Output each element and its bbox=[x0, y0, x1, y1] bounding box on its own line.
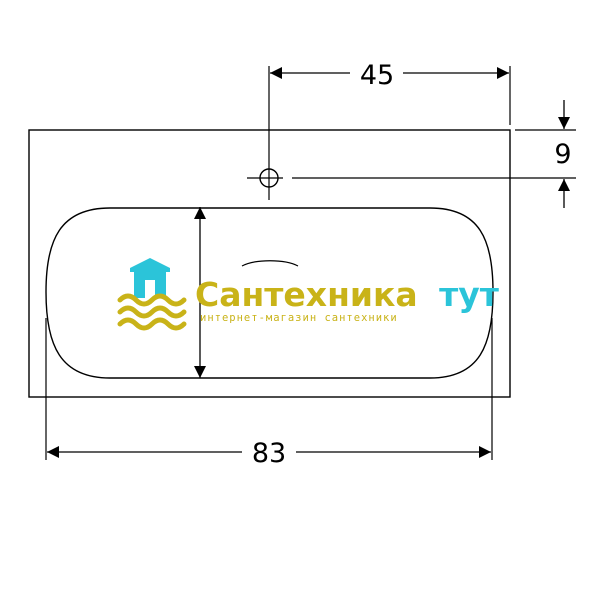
watermark-brand: Сантехника bbox=[195, 275, 418, 314]
watermark-logo: Сантехника тут интернет-магазин сантехни… bbox=[117, 258, 499, 331]
watermark-brand-suffix: тут bbox=[439, 275, 499, 314]
dim-9-label: 9 bbox=[554, 139, 571, 170]
overflow-slot bbox=[241, 260, 299, 267]
watermark-tagline: интернет-магазин сантехники bbox=[200, 312, 398, 324]
dim-83-label: 83 bbox=[252, 438, 286, 469]
basin-outline bbox=[45, 207, 494, 379]
house-waves-logo-icon bbox=[117, 258, 187, 331]
svg-text:Сантехника тут: Сантехника тут bbox=[195, 275, 499, 314]
dim-45-label: 45 bbox=[360, 60, 394, 91]
